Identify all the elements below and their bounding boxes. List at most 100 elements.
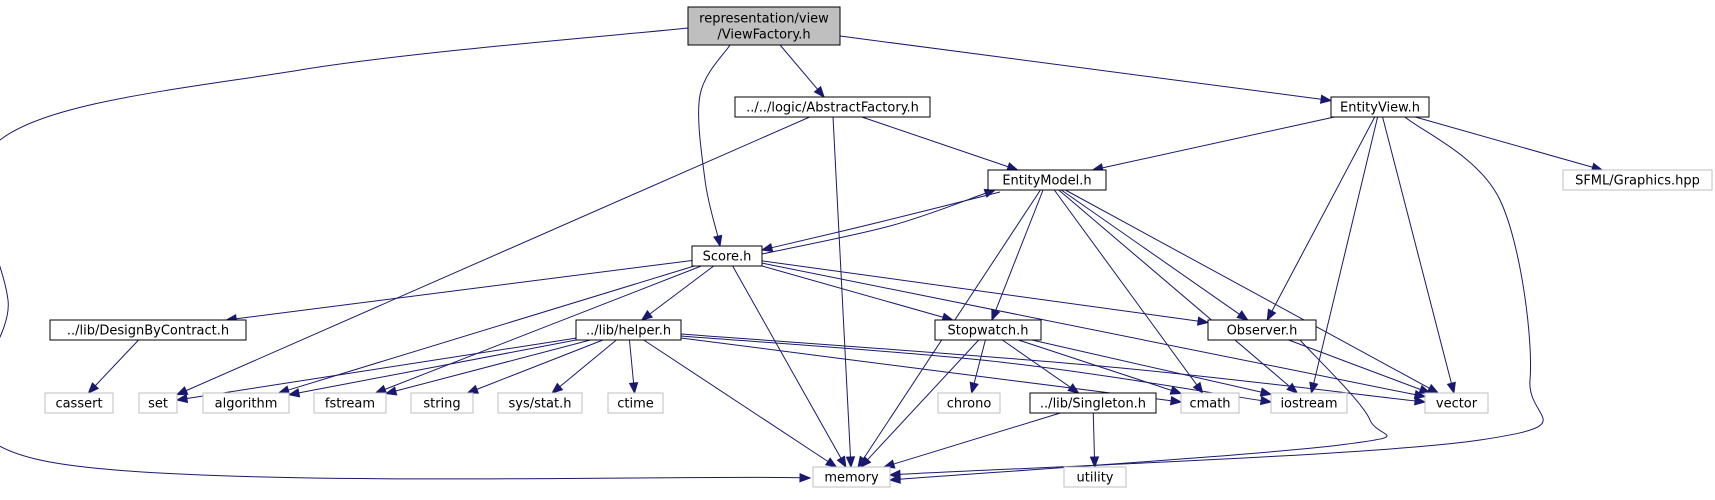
node-label: cassert [55, 397, 102, 412]
edge-stopwatch-to-iostream [1031, 339, 1273, 397]
edge-score-to-algorithm [277, 265, 695, 395]
edge-arrowhead [836, 455, 847, 469]
edge-arrowhead [824, 457, 838, 468]
edge-line [899, 339, 1388, 480]
edge-score-to-vector [761, 262, 1427, 400]
node-label: ../../logic/AbstractFactory.h [746, 101, 919, 116]
node-box [937, 392, 1001, 414]
node-box [1063, 466, 1127, 488]
edge-line [680, 337, 1172, 402]
node-string: string [410, 392, 474, 414]
edge-line [1065, 189, 1430, 389]
node-score[interactable]: Score.h [691, 245, 763, 267]
edge-arrowhead [640, 309, 654, 321]
edge-line [899, 116, 1544, 475]
node-label: Score.h [703, 250, 752, 265]
node-label: utility [1077, 471, 1114, 486]
node-memory: memory [812, 466, 891, 488]
edge-line [476, 339, 604, 390]
node-box [687, 6, 841, 46]
edge-arrowhead [87, 382, 100, 394]
node-label: Stopwatch.h [947, 324, 1028, 339]
edge-line [779, 44, 818, 90]
edge-stopwatch-to-singleton [1002, 339, 1080, 394]
edge-line [1058, 189, 1290, 387]
node-sysstat: sys/stat.h [497, 392, 583, 414]
edge-helper-to-vector [680, 333, 1427, 406]
node-singleton[interactable]: ../lib/Singleton.h [1029, 392, 1157, 414]
edge-line [298, 339, 577, 394]
edge-viewfactory-to-abstractfactory [779, 44, 825, 99]
edge-arrowhead [628, 382, 639, 395]
edge-abstractfactory-to-entitymodel [861, 116, 1019, 172]
edge-line [761, 260, 1199, 322]
node-box [691, 245, 763, 267]
edge-arrowhead [1196, 316, 1210, 326]
node-helper[interactable]: ../lib/helper.h [575, 319, 682, 341]
node-observer[interactable]: Observer.h [1207, 319, 1317, 341]
node-box [1029, 392, 1157, 414]
node-label: algorithm [215, 397, 278, 412]
edge-entitymodel-to-observer [1061, 189, 1249, 321]
node-box [1424, 392, 1489, 414]
edge-line [1002, 339, 1071, 388]
edge-arrowhead [1319, 94, 1333, 104]
edge-arrowhead [1169, 395, 1183, 406]
edge-score-to-observer [761, 260, 1210, 326]
edges-layer [0, 27, 1604, 484]
node-viewfactory[interactable]: representation/view/ViewFactory.h [687, 6, 841, 46]
node-iostream: iostream [1270, 392, 1348, 414]
edge-observer-to-vector [1288, 339, 1432, 394]
edge-score-to-entitymodel [761, 188, 997, 255]
edge-line [0, 27, 801, 480]
node-label: /ViewFactory.h [717, 28, 810, 43]
edge-line [680, 335, 1262, 402]
edge-arrowhead [859, 456, 872, 468]
edge-arrowhead [845, 456, 856, 469]
edge-arrowhead [991, 308, 1001, 322]
node-label: ../lib/DesignByContract.h [67, 324, 229, 339]
edge-arrowhead [1266, 308, 1277, 322]
node-designbycontract[interactable]: ../lib/DesignByContract.h [49, 319, 247, 341]
edge-arrowhead [1236, 310, 1249, 321]
node-box [934, 319, 1042, 341]
node-label: EntityModel.h [1002, 174, 1091, 189]
node-entityview[interactable]: EntityView.h [1330, 96, 1430, 118]
edge-helper-to-sysstat [551, 339, 617, 394]
node-box [49, 319, 247, 341]
edge-line [643, 339, 829, 462]
node-stopwatch[interactable]: Stopwatch.h [934, 319, 1042, 341]
edge-viewfactory-to-memory [0, 27, 812, 483]
edge-arrowhead [1446, 381, 1456, 395]
edge-line [236, 259, 693, 320]
node-box [607, 392, 664, 414]
edge-arrowhead [1089, 456, 1100, 469]
node-box [44, 392, 114, 414]
edge-viewfactory-to-score [698, 44, 731, 248]
node-box [575, 319, 682, 341]
node-ctime: ctime [607, 392, 664, 414]
edge-score-to-memory [732, 265, 847, 469]
edge-line [680, 333, 1416, 402]
edge-line [832, 116, 851, 458]
edge-entitymodel-to-cmath [1053, 189, 1204, 395]
edge-score-to-designbycontract [224, 259, 693, 324]
edge-line [761, 262, 1416, 396]
node-label: chrono [947, 397, 992, 412]
edge-line [1102, 116, 1335, 169]
edge-line [94, 339, 139, 387]
edge-line [1415, 116, 1593, 168]
node-entitymodel[interactable]: EntityModel.h [987, 169, 1107, 191]
edge-line [559, 339, 617, 388]
node-abstractfactory[interactable]: ../../logic/AbstractFactory.h [734, 96, 931, 118]
edge-line [384, 265, 702, 390]
node-label: Observer.h [1227, 324, 1298, 339]
node-label: sys/stat.h [509, 397, 572, 412]
node-box [138, 392, 178, 414]
edge-entitymodel-to-iostream [1058, 189, 1299, 394]
nodes-layer: representation/view/ViewFactory.h ../../l… [44, 6, 1713, 488]
node-label: representation/view [699, 12, 829, 27]
edge-line [1092, 412, 1095, 458]
edge-line [1053, 189, 1198, 386]
node-label: EntityView.h [1340, 101, 1420, 116]
